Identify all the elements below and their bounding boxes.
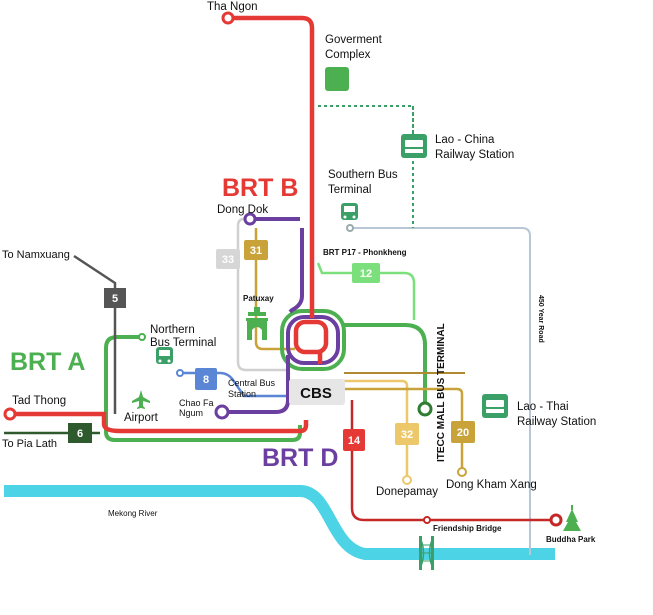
dong-kham-xang-stop[interactable] bbox=[457, 467, 467, 477]
bus-icon bbox=[341, 203, 358, 220]
route-badge-12-text: 12 bbox=[360, 268, 372, 280]
tha-ngon-stop[interactable] bbox=[221, 11, 235, 25]
government-complex-label: Goverment bbox=[325, 34, 383, 46]
government-complex-label-2: Complex bbox=[325, 49, 371, 61]
airport-label: Airport bbox=[124, 412, 159, 424]
cbs-label: CBS bbox=[300, 385, 332, 402]
brt-a-line-west bbox=[104, 335, 302, 442]
route-32-line bbox=[344, 379, 409, 480]
lao-thai-station-label-2: Railway Station bbox=[517, 416, 596, 428]
lao-china-station-label-2: Railway Station bbox=[435, 149, 514, 161]
mekong-river-label: Mekong River bbox=[108, 509, 158, 518]
friendship-bridge-label: Friendship Bridge bbox=[433, 524, 502, 533]
route-8-line bbox=[180, 371, 290, 398]
central-bus-station-label: Central Bus bbox=[228, 378, 276, 388]
brt-d-line bbox=[250, 217, 304, 314]
tad-thong-label: Tad Thong bbox=[12, 395, 66, 407]
lao-china-station-label: Lao - China bbox=[435, 134, 495, 146]
route-badge-20[interactable]: 20 bbox=[451, 421, 475, 443]
route-badge-8[interactable]: 8 bbox=[195, 368, 217, 390]
route-badge-32-text: 32 bbox=[401, 429, 413, 441]
southern-bus-terminal-stop[interactable] bbox=[346, 224, 354, 232]
friendship-bridge-icon bbox=[419, 536, 434, 570]
brt-a-line bbox=[344, 323, 427, 407]
route-20-line bbox=[344, 387, 464, 472]
train-icon bbox=[401, 134, 427, 158]
southern-bus-terminal-label-2: Terminal bbox=[328, 184, 371, 196]
route-badge-20-text: 20 bbox=[457, 427, 469, 439]
route-badge-8-text: 8 bbox=[203, 374, 209, 386]
mekong-river bbox=[4, 485, 555, 560]
northern-bus-terminal-label: Northern bbox=[150, 324, 195, 336]
northern-bus-terminal-stop[interactable] bbox=[138, 333, 146, 341]
route-badge-33-text: 33 bbox=[222, 254, 234, 266]
dong-dok-label: Dong Dok bbox=[217, 204, 268, 216]
route-14-line bbox=[350, 400, 556, 522]
route-badge-32[interactable]: 32 bbox=[395, 423, 419, 445]
route-badge-5[interactable]: 5 bbox=[104, 288, 126, 308]
buddha-park-stupa-icon bbox=[563, 505, 581, 531]
patuxay-label: Patuxay bbox=[243, 294, 274, 303]
brt-a-label: BRT A bbox=[10, 348, 85, 376]
tha-ngon-label: Tha Ngon bbox=[207, 1, 258, 13]
route-33-line bbox=[236, 217, 300, 372]
route-badge-12[interactable]: 12 bbox=[352, 263, 380, 283]
route-31-line bbox=[254, 228, 295, 351]
brt-b-line bbox=[228, 15, 315, 318]
northern-bus-terminal-label-2: Bus Terminal bbox=[150, 337, 216, 349]
brt-d-label: BRT D bbox=[262, 444, 338, 472]
friendship-bridge-stop[interactable] bbox=[423, 516, 431, 524]
donepamay-stop[interactable] bbox=[402, 475, 412, 485]
brt-p17-label: BRT P17 - Phonkheng bbox=[323, 248, 407, 257]
itecc-label: ITECC MALL BUS TERMINAL bbox=[436, 323, 447, 462]
chao-fa-ngum-label-2: Ngum bbox=[179, 408, 203, 418]
to-pia-lath-label: To Pia Lath bbox=[2, 438, 57, 450]
brt-b-line-south bbox=[10, 352, 323, 434]
airplane-icon bbox=[132, 390, 150, 409]
cbs-station-box[interactable] bbox=[289, 379, 345, 405]
route-8-end-stop[interactable] bbox=[176, 369, 184, 377]
route-badge-31[interactable]: 31 bbox=[244, 240, 268, 260]
chao-fa-ngum-label: Chao Fa bbox=[179, 398, 214, 408]
route-badge-6-text: 6 bbox=[77, 428, 83, 440]
lao-thai-station-label: Lao - Thai bbox=[517, 401, 569, 413]
to-namxuang-label: To Namxuang bbox=[2, 249, 70, 261]
southern-bus-terminal-label: Southern Bus bbox=[328, 169, 398, 181]
bus-icon bbox=[156, 347, 173, 364]
itecc-stop[interactable] bbox=[417, 401, 433, 417]
dong-dok-stop[interactable] bbox=[243, 212, 257, 226]
dong-kham-xang-label: Dong Kham Xang bbox=[446, 479, 537, 491]
route-5-line bbox=[73, 254, 117, 414]
buddha-park-label: Buddha Park bbox=[546, 535, 596, 544]
tad-thong-stop[interactable] bbox=[3, 407, 17, 421]
donepamay-label: Donepamay bbox=[376, 486, 438, 498]
government-complex-square[interactable] bbox=[325, 67, 349, 91]
route-12-line bbox=[316, 262, 416, 320]
route-badge-14-text: 14 bbox=[348, 435, 361, 447]
patuxay-monument-icon bbox=[246, 307, 268, 340]
brt-a-ring bbox=[280, 309, 346, 371]
train-icon bbox=[482, 394, 508, 418]
brt-b-label: BRT B bbox=[222, 174, 298, 202]
route-badge-6[interactable]: 6 bbox=[68, 423, 92, 443]
route-badge-14[interactable]: 14 bbox=[343, 429, 365, 451]
chao-fa-ngum-stop[interactable] bbox=[214, 404, 230, 420]
year-road-label: 450 Year Road bbox=[537, 295, 544, 343]
route-badge-33[interactable]: 33 bbox=[216, 249, 240, 269]
brt-b-ring bbox=[293, 319, 329, 355]
railway-dotted-link bbox=[318, 105, 414, 228]
year-road-line bbox=[350, 227, 531, 555]
buddha-park-stop[interactable] bbox=[549, 513, 563, 527]
brt-d-line-south bbox=[228, 355, 290, 414]
route-badge-5-text: 5 bbox=[112, 293, 118, 305]
central-bus-station-label-2: Station bbox=[228, 389, 256, 399]
route-badge-31-text: 31 bbox=[250, 245, 262, 257]
